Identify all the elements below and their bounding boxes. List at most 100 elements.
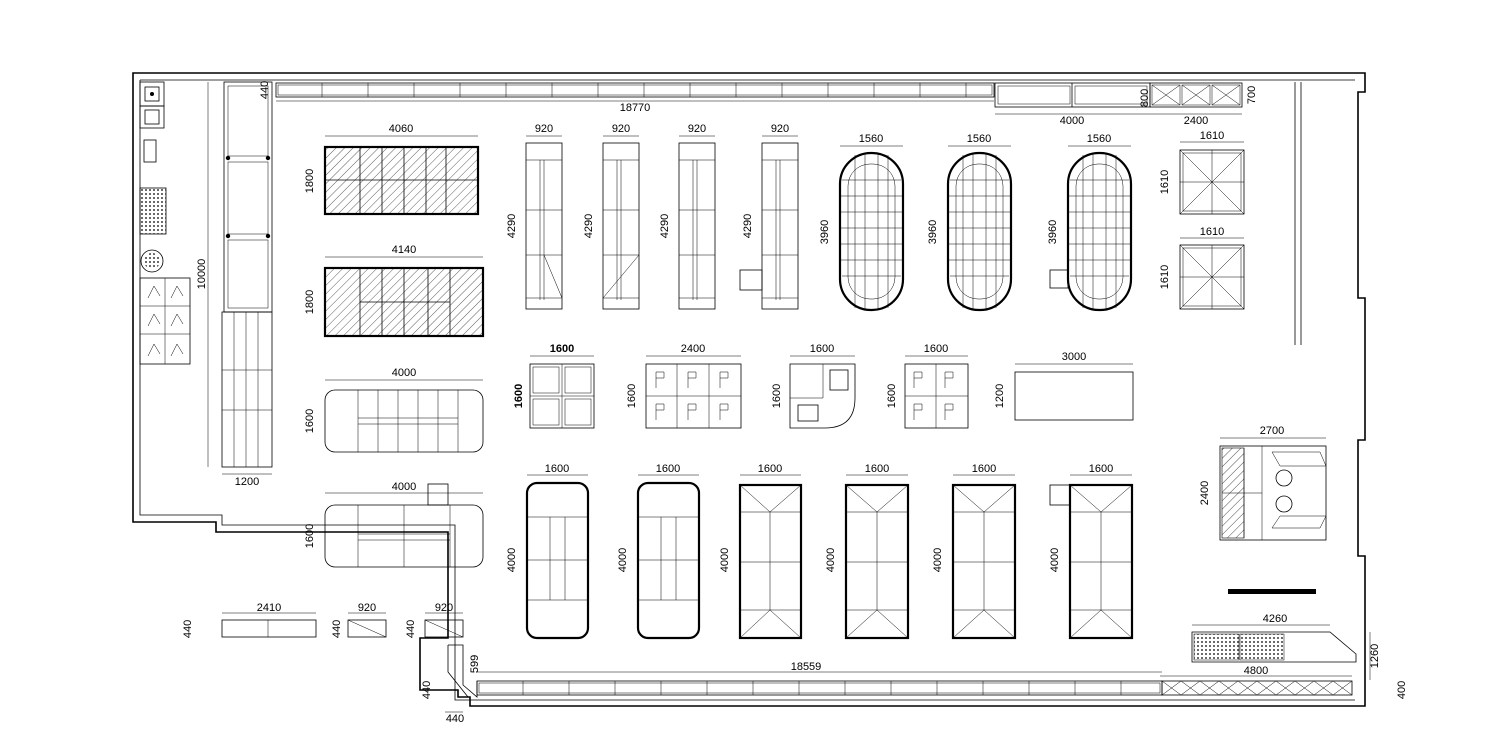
dim-oval3-length: 3960 <box>1047 220 1059 244</box>
dim-bottom-599: 599 <box>469 655 481 673</box>
dim-shelf3-width: 920 <box>688 123 706 135</box>
dim-mid1-width: 1600 <box>550 343 574 355</box>
mid-table-3000: 3000 1200 <box>994 351 1134 421</box>
dim-square2-depth: 1610 <box>1159 265 1171 289</box>
dim-oval3-width: 1560 <box>1087 133 1111 145</box>
dim-bottom-run: 18559 <box>791 661 822 673</box>
dim-bl-2410: 2410 <box>257 602 281 614</box>
dim-top-440: 440 <box>259 81 271 99</box>
dim-bl-440b: 440 <box>331 620 343 638</box>
narrow-shelf-4: 920 4290 <box>739 123 799 310</box>
dim-bottom-440h: 440 <box>446 713 464 725</box>
dim-mid4-depth: 1600 <box>886 384 898 408</box>
narrow-shelf-2: 920 4290 <box>583 123 640 310</box>
checkout-counter: 2700 2400 <box>1199 425 1327 594</box>
dim-freezer2-depth: 1800 <box>304 290 316 314</box>
dim-bot3-width: 1600 <box>758 463 782 475</box>
bottom-display-5: 1600 4000 <box>932 463 1017 640</box>
dim-island1-width: 4000 <box>392 367 416 379</box>
island-counter-4000a: 4000 1600 <box>304 367 484 453</box>
bottom-right-counter: 4260 4800 1260 400 <box>1160 613 1408 699</box>
dim-br-4260: 4260 <box>1263 613 1287 625</box>
oval-display-1: 1560 3960 <box>819 133 905 312</box>
dim-bottom-440v: 440 <box>421 681 433 699</box>
dim-square1-width: 1610 <box>1200 130 1224 142</box>
dim-shelf2-width: 920 <box>612 123 630 135</box>
dim-square2-width: 1610 <box>1200 226 1224 238</box>
dim-shelf4-length: 4290 <box>742 214 754 238</box>
oval-display-3: 1560 3960 <box>1047 133 1133 312</box>
bottom-display-3: 1600 4000 <box>719 463 803 640</box>
dim-island1-depth: 1600 <box>304 409 316 433</box>
dim-island2-depth: 1600 <box>304 524 316 548</box>
square-display-2: 1610 1610 <box>1159 226 1245 310</box>
dim-top-2400: 2400 <box>1184 115 1208 127</box>
mid-display-2400: 2400 1600 <box>626 343 742 429</box>
freezer-unit-4060: 4060 1800 <box>304 123 480 216</box>
bottom-display-6: 1600 4000 <box>1049 463 1134 640</box>
square-display-1: 1610 1610 <box>1159 130 1245 215</box>
dim-top-run: 18770 <box>620 102 651 114</box>
dim-left-1200: 1200 <box>235 476 259 488</box>
dim-freezer2-width: 4140 <box>392 244 416 256</box>
dim-bot1-width: 1600 <box>545 463 569 475</box>
dim-bl-920a: 920 <box>358 602 376 614</box>
dim-bot6-width: 1600 <box>1089 463 1113 475</box>
left-tall-rack: 10000 1200 <box>196 81 273 488</box>
bottom-display-4: 1600 4000 <box>825 463 910 640</box>
left-service-area <box>139 81 191 365</box>
dim-checkout-width: 2700 <box>1260 425 1284 437</box>
dim-shelf4-width: 920 <box>771 123 789 135</box>
dim-bot2-width: 1600 <box>656 463 680 475</box>
dim-mid1-depth: 1600 <box>513 384 525 408</box>
dim-freezer1-depth: 1800 <box>304 169 316 193</box>
dim-shelf2-length: 4290 <box>583 214 595 238</box>
dim-br-4800: 4800 <box>1244 665 1268 677</box>
mid-display-1600: 1600 1600 <box>513 343 595 429</box>
dim-mid2-width: 2400 <box>681 343 705 355</box>
bottom-left-racks: 2410 440 920 440 920 440 <box>182 602 464 638</box>
dim-bl-440a: 440 <box>182 620 194 638</box>
dim-bl-440c: 440 <box>405 620 417 638</box>
dim-oval1-length: 3960 <box>819 220 831 244</box>
narrow-shelf-3: 920 4290 <box>659 123 716 310</box>
dim-shelf1-length: 4290 <box>506 214 518 238</box>
outer-walls <box>132 72 1366 707</box>
dim-br-400: 400 <box>1396 681 1408 699</box>
bottom-rounded-1: 1600 4000 <box>506 463 590 640</box>
mid-display-1600b: 1600 1600 <box>886 343 969 429</box>
oval-display-2: 1560 3960 <box>927 133 1013 312</box>
dim-mid5-width: 3000 <box>1062 351 1086 363</box>
dim-mid5-depth: 1200 <box>994 384 1006 408</box>
dim-bot2-length: 4000 <box>617 548 629 572</box>
dim-top-800: 800 <box>1139 89 1151 107</box>
dim-mid2-depth: 1600 <box>626 384 638 408</box>
bottom-rounded-2: 1600 4000 <box>617 463 701 640</box>
dim-bot4-length: 4000 <box>825 548 837 572</box>
dim-shelf1-width: 920 <box>535 123 553 135</box>
dim-freezer1-width: 4060 <box>389 123 413 135</box>
dim-bot6-length: 4000 <box>1049 548 1061 572</box>
dim-oval2-length: 3960 <box>927 220 939 244</box>
dim-top-700: 700 <box>1246 86 1258 104</box>
dim-mid3-width: 1600 <box>810 343 834 355</box>
dim-oval1-width: 1560 <box>859 133 883 145</box>
dim-shelf3-length: 4290 <box>659 214 671 238</box>
dim-left-10000: 10000 <box>196 259 208 290</box>
bottom-wall-shelf: 18559 599 440 440 <box>421 644 1353 725</box>
dim-bot4-width: 1600 <box>865 463 889 475</box>
freezer-unit-4140: 4140 1800 <box>304 244 485 338</box>
top-wall-shelf: 18770 440 4000 800 2400 700 <box>259 81 1258 127</box>
dim-island2-width: 4000 <box>392 481 416 493</box>
dim-mid4-width: 1600 <box>924 343 948 355</box>
narrow-shelf-1: 920 4290 <box>506 123 563 310</box>
mid-corner-counter: 1600 1600 <box>771 343 856 429</box>
dim-top-4000: 4000 <box>1060 115 1084 127</box>
dim-bl-920b: 920 <box>435 602 453 614</box>
dim-bot5-width: 1600 <box>972 463 996 475</box>
dim-bot1-length: 4000 <box>506 548 518 572</box>
dim-square1-depth: 1610 <box>1159 170 1171 194</box>
dim-oval2-width: 1560 <box>967 133 991 145</box>
dim-mid3-depth: 1600 <box>771 384 783 408</box>
